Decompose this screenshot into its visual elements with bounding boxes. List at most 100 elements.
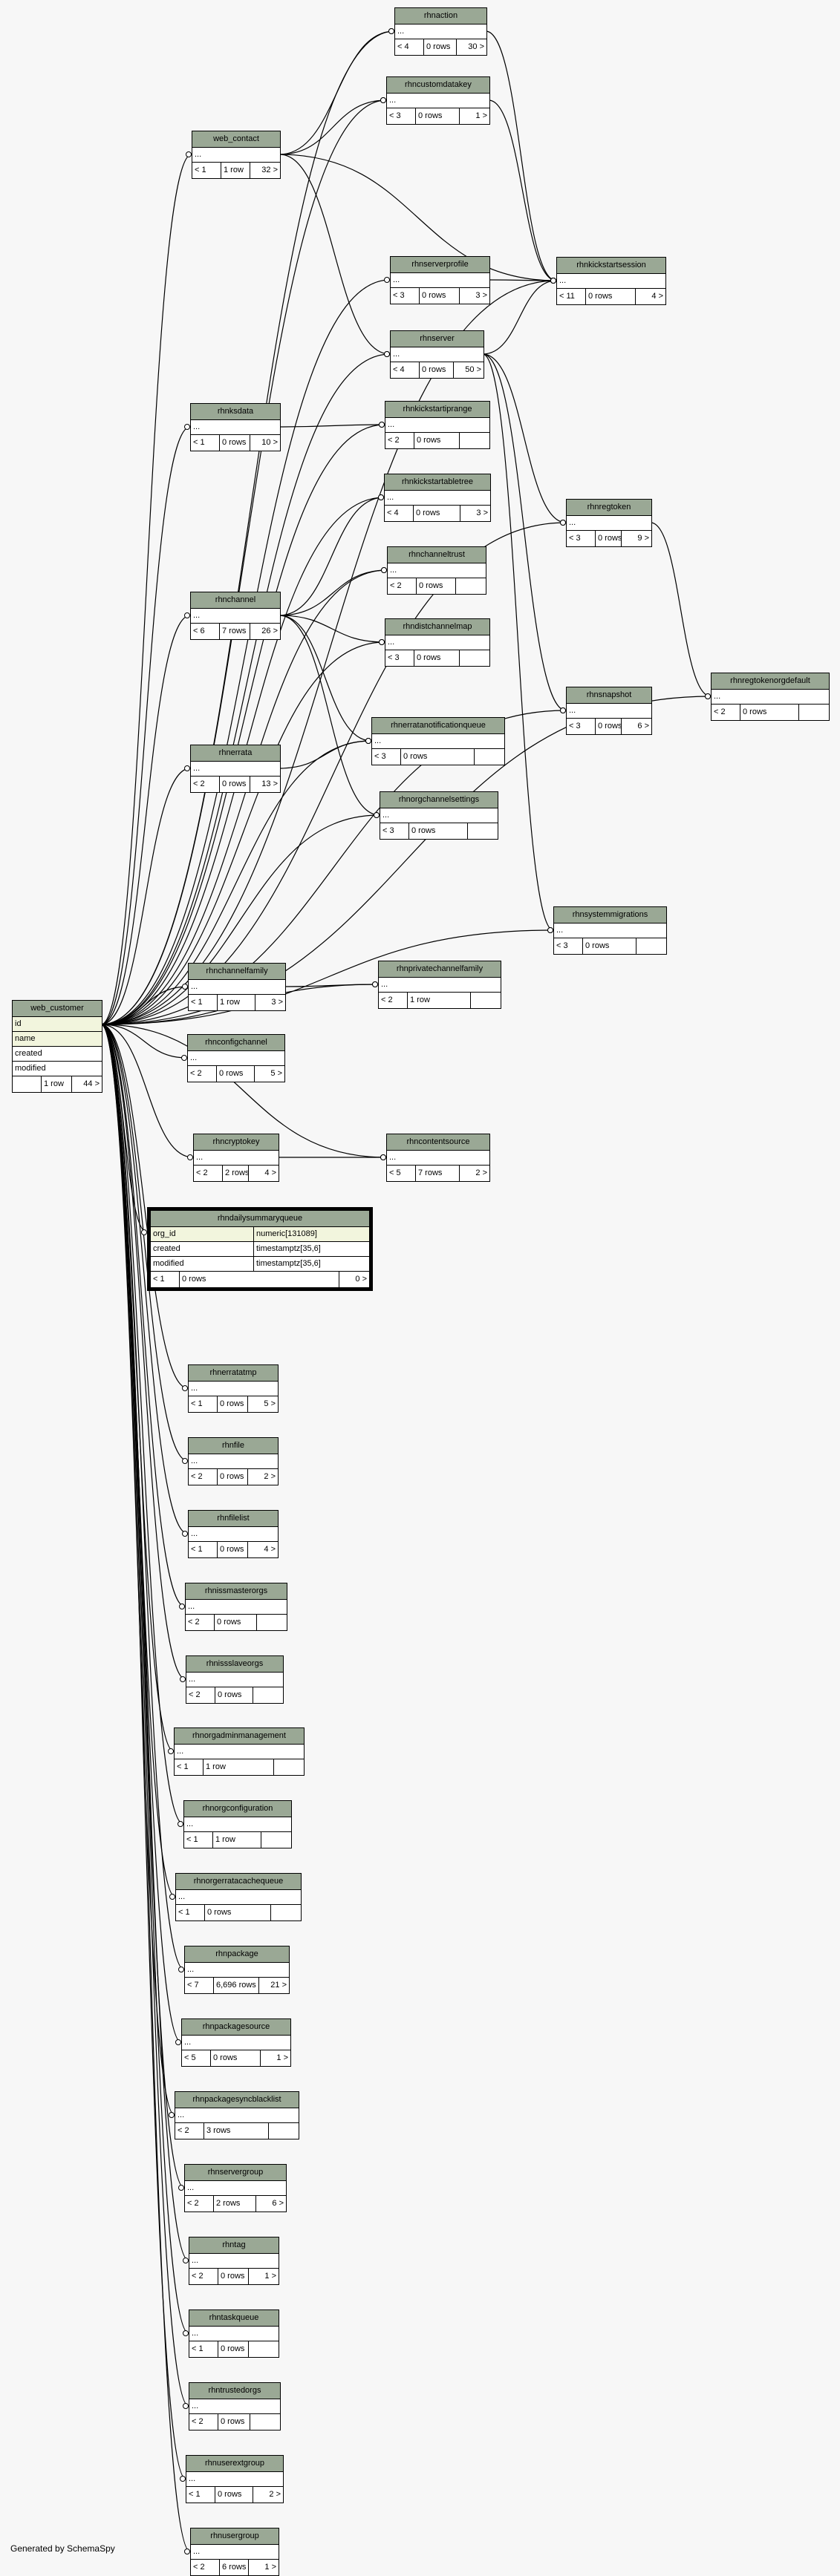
table-header[interactable]: rhncryptokey [194, 1134, 279, 1151]
relationship-end-marker [168, 1748, 174, 1754]
table-header[interactable]: rhnchannel [191, 592, 280, 609]
table-rhndailysummaryqueue[interactable]: rhndailysummaryqueue org_id numeric[1310… [147, 1207, 373, 1291]
table-header[interactable]: rhnksdata [191, 404, 280, 420]
table-header[interactable]: web_customer [13, 1001, 102, 1017]
table-header[interactable]: rhnregtoken [567, 500, 651, 516]
table-header[interactable]: rhncontentsource [387, 1134, 489, 1151]
children-count: 0 > [355, 1275, 367, 1284]
table-header[interactable]: rhnissslaveorgs [186, 1656, 283, 1673]
table-header[interactable]: rhnerratanotificationqueue [372, 718, 504, 734]
table-header[interactable]: rhnorgerratacachequeue [176, 1874, 301, 1890]
children-count: 10 > [261, 438, 278, 447]
table-header[interactable]: rhndailysummaryqueue [151, 1211, 369, 1227]
table-web-customer[interactable]: web_customer id name created modified 1 … [12, 1000, 102, 1093]
row-count: 0 rows [414, 506, 460, 521]
collapsed-columns: ... [191, 420, 280, 435]
table-header[interactable]: rhnpackagesource [182, 2019, 290, 2036]
relationship-end-marker [186, 151, 192, 157]
table-header[interactable]: rhnusergroup [191, 2528, 279, 2545]
table-header[interactable]: rhnserverprofile [391, 257, 489, 273]
table-header[interactable]: rhnorgadminmanagement [175, 1728, 304, 1745]
table-header[interactable]: rhnorgconfiguration [184, 1801, 291, 1817]
children-count [250, 2414, 280, 2430]
table-header[interactable]: rhnkickstartiprange [385, 402, 489, 418]
table-header[interactable]: rhntrustedorgs [189, 2383, 280, 2399]
table-header[interactable]: rhnpackagesyncblacklist [175, 2092, 299, 2108]
relationship-end-marker [181, 1055, 187, 1061]
table-header[interactable]: rhnchannelfamily [189, 964, 285, 980]
table-header[interactable]: rhnprivatechannelfamily [379, 961, 501, 978]
table-header[interactable]: rhnfile [189, 1438, 278, 1454]
table-header[interactable]: rhnpackage [185, 1946, 289, 1963]
table-header[interactable]: rhnissmasterorgs [186, 1583, 287, 1600]
table-header[interactable]: rhnregtokenorgdefault [712, 673, 829, 690]
table-header[interactable]: rhncustomdatakey [387, 77, 489, 94]
table-header[interactable]: rhnerrata [191, 745, 280, 762]
table-header[interactable]: rhnerratatmp [189, 1365, 278, 1382]
table-header[interactable]: rhnsystemmigrations [554, 907, 666, 923]
table-header[interactable]: rhnconfigchannel [188, 1035, 284, 1051]
table-header[interactable]: rhnaction [395, 8, 486, 24]
parents-count: < 2 [189, 2269, 218, 2284]
table-header[interactable]: rhnorgchannelsettings [380, 792, 498, 808]
table-header[interactable]: rhnkickstartsession [557, 258, 665, 274]
relationship-line [100, 522, 567, 1025]
table-header[interactable]: rhnsnapshot [567, 687, 651, 704]
table-header[interactable]: web_contact [192, 131, 280, 148]
table-header[interactable]: rhnuserextgroup [186, 2456, 283, 2472]
parents-count: < 2 [194, 1166, 223, 1181]
table-header[interactable]: rhnfilelist [189, 1511, 278, 1527]
table-header[interactable]: rhndistchannelmap [385, 619, 489, 635]
table-header[interactable]: rhntaskqueue [189, 2310, 279, 2327]
table-header[interactable]: rhnkickstartabletree [385, 474, 490, 491]
table-header[interactable]: rhnchanneltrust [388, 547, 486, 563]
children-count [460, 650, 489, 666]
table-header[interactable]: rhnservergroup [185, 2165, 286, 2181]
table-header[interactable]: rhnserver [391, 331, 484, 347]
table-header[interactable]: rhntag [189, 2237, 279, 2254]
